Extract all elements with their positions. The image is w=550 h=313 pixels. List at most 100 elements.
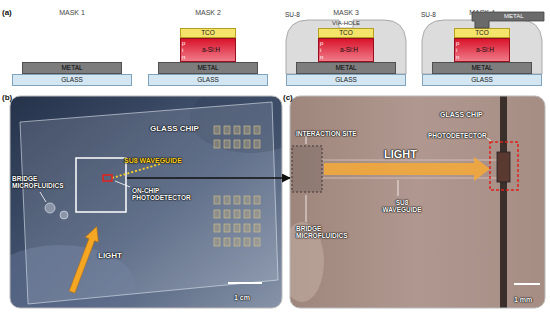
glass-substrate: GLASS: [12, 74, 132, 86]
doping-letter: n: [320, 54, 326, 61]
light-arrow: [65, 224, 103, 294]
layer-label: a-Si:H: [202, 46, 220, 53]
layer-label: TCO: [201, 29, 215, 36]
electrode-pad: [224, 196, 230, 204]
a-si-h-layer: pina-Si:H: [318, 38, 374, 62]
micrograph-background: [290, 96, 545, 308]
photodetector: [497, 152, 510, 182]
glass-substrate: GLASS: [422, 74, 542, 86]
layer-label: TCO: [339, 29, 353, 36]
leader-line: [115, 181, 130, 187]
electrode-pad: [234, 238, 240, 246]
doping-letter: i: [320, 47, 326, 54]
electrode-pad: [214, 196, 220, 204]
photodetector-label: PHOTODETECTOR: [428, 132, 487, 139]
light-arrow-shape: [65, 224, 103, 294]
electrode-pad: [254, 126, 260, 134]
doping-letter: n: [182, 54, 188, 61]
su8-layer-outline: [286, 20, 406, 74]
electrode-pad: [224, 210, 230, 218]
metal-track: [500, 96, 507, 308]
micrograph: [290, 96, 545, 308]
tco-layer: TCO: [454, 28, 510, 38]
metal-layer: METAL: [432, 62, 532, 74]
electrode-pad: [234, 196, 240, 204]
layer-label: METAL: [61, 64, 82, 71]
electrode-pad: [214, 140, 220, 148]
light-label: LIGHT: [384, 148, 417, 161]
electrode-pad: [214, 224, 220, 232]
panel-frame: [10, 96, 282, 308]
waveguide-edge: [322, 178, 500, 179]
photodetector-marker: [103, 175, 112, 181]
panel-letter: (c): [283, 93, 293, 102]
microfluidic-droplet: [60, 211, 68, 219]
glove-background: [10, 96, 282, 308]
electrode-pad: [214, 238, 220, 246]
microfluidics-label: BRIDGE MICROFLUIDICS: [12, 175, 72, 190]
electrode-pad: [254, 210, 260, 218]
electrode-pad: [254, 196, 260, 204]
electrode-pad: [244, 140, 250, 148]
glass-chip: [20, 102, 278, 304]
scale-label: 1 mm: [514, 296, 532, 304]
top-metal-layer: METAL: [472, 12, 544, 28]
metal-layer: METAL: [296, 62, 396, 74]
electrode-pad: [234, 126, 240, 134]
tco-layer: TCO: [180, 28, 236, 38]
electrode-pad: [214, 126, 220, 134]
layer-label: a-Si:H: [476, 46, 494, 53]
scale-label: 1 cm: [234, 294, 250, 302]
electrode-pad: [234, 224, 240, 232]
light-label: LIGHT: [98, 251, 122, 260]
doping-letter: i: [456, 47, 462, 54]
via-hole-label: VIA-HOLE: [332, 20, 360, 27]
layer-label: GLASS: [335, 76, 357, 83]
electrode-pad: [244, 224, 250, 232]
electrode-pad: [254, 224, 260, 232]
layer-label: a-Si:H: [340, 46, 358, 53]
electrode-pad: [234, 210, 240, 218]
electrode-pad: [224, 126, 230, 134]
electrode-pad: [214, 210, 220, 218]
electrode-pad: [234, 140, 240, 148]
layer-label: METAL: [335, 64, 356, 71]
electrode-pad: [254, 140, 260, 148]
leader-line: [40, 192, 46, 202]
zoom-arrow: [127, 177, 290, 179]
layer-label: METAL: [471, 64, 492, 71]
layer-label: GLASS: [197, 76, 219, 83]
electrode-pad: [224, 140, 230, 148]
leader-line: [398, 180, 399, 196]
a-si-h-layer: pin a-Si:H: [180, 38, 236, 62]
photodetector-label: ON-CHIP PHOTODETECTOR: [132, 187, 204, 202]
layer-label: GLASS: [471, 76, 493, 83]
panel-frame: [290, 96, 545, 308]
interaction-site-label: INTERACTION SITE: [296, 130, 357, 137]
doping-letter: p: [182, 40, 188, 47]
layer-label: METAL: [504, 13, 544, 20]
scale-bar: [228, 282, 262, 284]
scale-bar: [514, 283, 540, 285]
electrode-pad: [244, 126, 250, 134]
a-si-h-layer: pina-Si:H: [454, 38, 510, 62]
electrode-pad: [224, 224, 230, 232]
electrode-pad: [244, 210, 250, 218]
interaction-site-box: [292, 146, 322, 192]
layer-label: METAL: [197, 64, 218, 71]
layer-label: TCO: [475, 29, 489, 36]
photodetector-marker: [490, 142, 518, 190]
chip-photo: [10, 96, 282, 308]
glass-substrate: GLASS: [286, 74, 406, 86]
metal-layer: METAL: [22, 62, 122, 74]
doping-letter: i: [182, 47, 188, 54]
chip-label: GLASS CHIP: [150, 124, 199, 133]
mask-label: MASK 1: [59, 9, 85, 17]
electrode-pad: [224, 238, 230, 246]
su8-layer-outline: [422, 20, 542, 74]
doping-letter: p: [456, 40, 462, 47]
waveguide-label: SU8 WAVEGUIDE: [124, 157, 182, 165]
metal-layer: METAL: [158, 62, 258, 74]
mask-label: MASK 3: [333, 9, 359, 17]
electrode-pad: [244, 238, 250, 246]
